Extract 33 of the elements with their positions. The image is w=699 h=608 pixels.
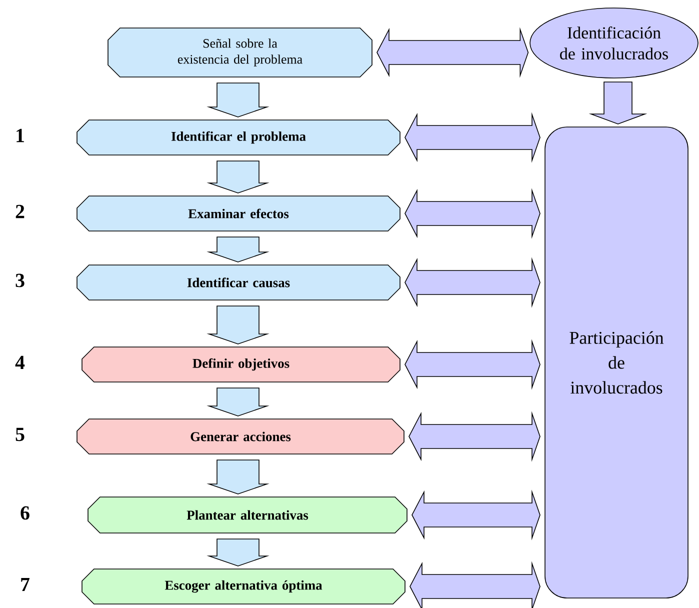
- step-number: 1: [16, 128, 24, 142]
- step-number: 5: [16, 428, 24, 442]
- step-number: 4: [15, 356, 25, 370]
- block-arrow: [206, 160, 270, 194]
- block-arrow: [206, 538, 270, 566]
- step-number: 6: [20, 506, 30, 520]
- step-number: 3: [16, 274, 24, 288]
- double-arrow: [404, 339, 540, 390]
- step-number: 7: [21, 578, 30, 591]
- block-arrow: [588, 82, 648, 124]
- block-arrow: [206, 388, 270, 416]
- process-box: Examinar efectos: [76, 196, 400, 232]
- process-box: Generar acciones: [76, 418, 404, 454]
- process-box: Plantear alternativas: [88, 496, 408, 534]
- double-arrow: [412, 490, 540, 540]
- rounded-box: Participación de involucrados: [544, 126, 688, 598]
- double-arrow: [376, 27, 529, 78]
- double-arrow: [408, 411, 540, 462]
- block-arrow: [206, 236, 270, 262]
- block-arrow: [206, 460, 270, 494]
- process-box: Escoger alternativa óptima: [82, 568, 406, 604]
- block-arrow: [206, 306, 270, 344]
- double-arrow: [404, 188, 540, 239]
- ellipse-node: Identificación de involucrados: [530, 8, 698, 78]
- process-box: Identificar causas: [76, 264, 400, 300]
- double-arrow: [404, 257, 540, 308]
- double-arrow: [410, 561, 540, 608]
- process-box: Señal sobre la existencia del problema: [108, 28, 372, 78]
- process-box: Identificar el problema: [76, 120, 400, 156]
- process-box: Definir objetivos: [82, 346, 400, 382]
- block-arrow: [206, 82, 270, 118]
- step-number: 2: [16, 204, 24, 218]
- double-arrow: [404, 112, 540, 163]
